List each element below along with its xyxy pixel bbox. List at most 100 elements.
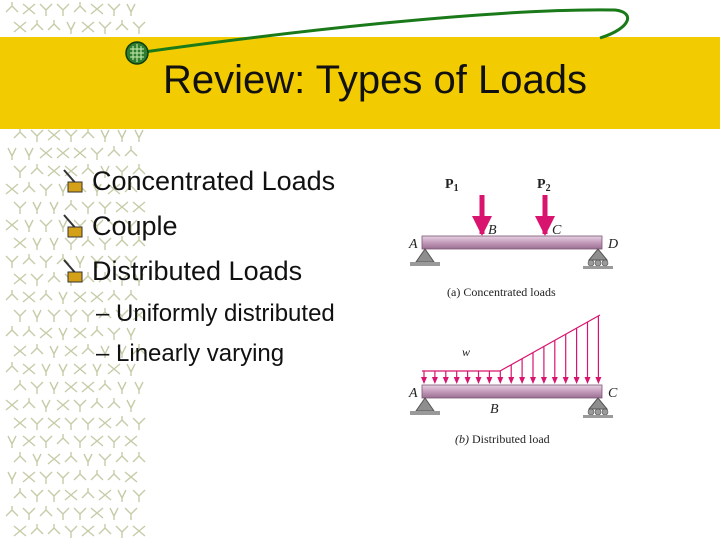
- pattern-glyph: [22, 254, 36, 265]
- pattern-glyph: [107, 435, 121, 448]
- pattern-glyph: [107, 363, 121, 375]
- pattern-glyph: [24, 147, 34, 160]
- pattern-glyph: [56, 399, 70, 411]
- pattern-glyph: [39, 435, 53, 448]
- pattern-glyph: [22, 182, 36, 193]
- pattern-glyph: [64, 129, 78, 142]
- pattern-glyph: [58, 291, 68, 304]
- pattern-glyph: [83, 453, 93, 466]
- pattern-glyph: [100, 129, 110, 142]
- pattern-glyph: [47, 489, 61, 502]
- pattern-glyph: [66, 21, 76, 34]
- pattern-glyph: [81, 525, 95, 537]
- pattern-glyph: [92, 363, 102, 376]
- pattern-glyph: [117, 345, 127, 358]
- pattern-glyph: [134, 381, 144, 394]
- load-arrow-head: [595, 377, 602, 384]
- pin-support: [410, 397, 440, 415]
- load-arrow-head: [551, 377, 558, 384]
- pattern-glyph: [13, 345, 27, 357]
- figure-caption: (b) Distributed load: [455, 432, 550, 446]
- pattern-glyph: [22, 471, 36, 483]
- pattern-glyph: [98, 237, 112, 250]
- pattern-glyph: [98, 380, 112, 391]
- pattern-glyph: [49, 381, 59, 394]
- pattern-glyph: [90, 219, 104, 232]
- pattern-glyph: [98, 201, 112, 214]
- load-arrow-head: [573, 377, 580, 384]
- roller-support: [583, 397, 613, 418]
- pattern-glyph: [30, 524, 44, 535]
- pattern-glyph: [92, 183, 102, 196]
- distributed-load-figure: w A B C (b) Distributed load: [408, 314, 618, 446]
- point-label: A: [408, 237, 418, 252]
- beam-diagrams: P1 P2 A B C D (a) Concentrated loads: [408, 177, 618, 446]
- pattern-glyph: [7, 147, 17, 160]
- pattern-glyph: [49, 345, 59, 358]
- pattern-glyph: [81, 164, 95, 175]
- pattern-glyph: [90, 398, 104, 409]
- pattern-glyph: [90, 507, 104, 519]
- pattern-glyph: [39, 183, 53, 196]
- pattern-glyph: [30, 417, 44, 430]
- pattern-glyph: [39, 471, 53, 484]
- load-arrow-head: [442, 377, 449, 384]
- pattern-glyph: [41, 399, 51, 412]
- pattern-glyph: [73, 291, 87, 303]
- pattern-glyph: [64, 237, 78, 250]
- pattern-glyph: [7, 435, 17, 448]
- pattern-glyph: [90, 147, 104, 160]
- point-label: B: [490, 402, 499, 417]
- pattern-glyph: [73, 2, 87, 13]
- pattern-glyph: [132, 417, 146, 430]
- pattern-glyph: [134, 273, 144, 286]
- load-arrow-head: [497, 377, 504, 384]
- pattern-glyph: [98, 272, 112, 283]
- pattern-glyph: [56, 147, 70, 159]
- pattern-glyph: [115, 309, 129, 322]
- pattern-glyph: [117, 489, 127, 502]
- load-arrow-head: [530, 377, 536, 384]
- point-label: D: [607, 237, 618, 252]
- point-label: A: [408, 386, 418, 401]
- pattern-glyph: [22, 435, 36, 447]
- pattern-glyph: [5, 362, 19, 373]
- pattern-glyph: [81, 272, 95, 283]
- pattern-glyph: [124, 290, 138, 301]
- pattern-glyph: [47, 309, 61, 322]
- pattern-glyph: [30, 129, 44, 142]
- pattern-glyph: [22, 291, 36, 303]
- pattern-glyph: [81, 309, 95, 322]
- pattern-glyph: [22, 398, 36, 409]
- pattern-glyph: [132, 344, 146, 355]
- pattern-glyph: [81, 417, 95, 430]
- pattern-glyph: [30, 164, 44, 175]
- pattern-glyph: [98, 489, 112, 501]
- pattern-glyph: [22, 363, 36, 375]
- pattern-glyph: [117, 381, 127, 394]
- pattern-glyph: [5, 2, 19, 13]
- pattern-glyph: [124, 471, 138, 483]
- pattern-glyph: [90, 326, 104, 337]
- pattern-glyph: [5, 255, 19, 268]
- pattern-glyph: [132, 21, 146, 34]
- pattern-glyph: [32, 453, 42, 466]
- pattern-glyph: [73, 507, 87, 520]
- pattern-glyph: [132, 525, 146, 537]
- green-grid-circle-icon: [125, 41, 149, 65]
- pattern-glyph: [134, 129, 144, 142]
- load-arrow-head: [584, 377, 591, 384]
- pattern-glyph: [124, 435, 138, 447]
- pattern-glyph: [39, 506, 53, 517]
- load-arrow-head: [464, 377, 471, 384]
- pattern-glyph: [98, 308, 112, 319]
- pattern-glyph: [117, 129, 127, 142]
- pattern-glyph: [56, 3, 70, 16]
- pattern-glyph: [49, 237, 59, 250]
- pattern-glyph: [124, 146, 138, 157]
- pattern-glyph: [5, 219, 19, 231]
- load-arrow-head: [453, 377, 460, 384]
- pattern-glyph: [49, 201, 59, 214]
- title-band: [0, 37, 720, 129]
- pattern-glyph: [115, 452, 129, 463]
